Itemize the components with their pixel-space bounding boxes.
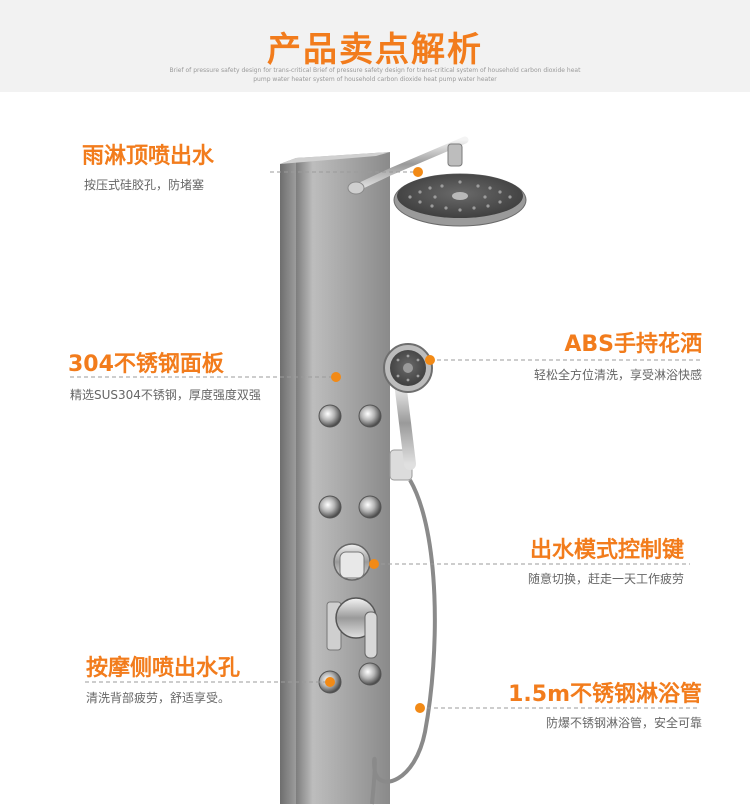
rain-shower-head xyxy=(393,173,527,227)
callout-hose-desc: 防爆不锈钢淋浴管，安全可靠 xyxy=(545,716,702,730)
shower-hose xyxy=(370,479,437,805)
callout-steel-panel-desc: 精选SUS304不锈钢，厚度强度双强 xyxy=(70,388,261,402)
page-subtitle: Brief of pressure safety design for tran… xyxy=(169,67,581,83)
callout-mode-control-desc: 随意切换，赶走一天工作疲劳 xyxy=(527,572,684,586)
leader-lines xyxy=(70,171,700,709)
steel-panel xyxy=(280,152,390,804)
callout-hose-title: 1.5m不锈钢淋浴管 xyxy=(508,682,702,707)
hand-shower xyxy=(383,343,433,481)
marker-dots xyxy=(325,167,435,713)
callout-rain-shower-desc: 按压式硅胶孔，防堵塞 xyxy=(84,178,205,192)
callout-side-jets-title: 按摩侧喷出水孔 xyxy=(86,656,241,681)
callout-rain-shower-title: 雨淋顶喷出水 xyxy=(82,144,215,169)
massage-jets xyxy=(318,404,382,694)
callout-mode-control-title: 出水模式控制键 xyxy=(529,538,684,563)
mode-diverter-knob xyxy=(333,543,371,581)
page-title: 产品卖点解析 xyxy=(267,30,483,70)
mixer-valve xyxy=(326,597,378,659)
callout-hand-shower-desc: 轻松全方位清洗，享受淋浴快感 xyxy=(533,368,702,382)
callout-steel-panel-title: 304不锈钢面板 xyxy=(68,352,224,377)
callout-hand-shower-title: ABS手持花洒 xyxy=(564,332,702,357)
shower-panel-illustration xyxy=(70,136,700,805)
callout-side-jets-desc: 清洗背部疲劳，舒适享受。 xyxy=(86,691,231,705)
product-stage: 雨淋顶喷出水 按压式硅胶孔，防堵塞 304不锈钢面板 精选SUS304不锈钢，厚… xyxy=(0,92,750,807)
header-band: 产品卖点解析 Brief of pressure safety design f… xyxy=(0,0,750,92)
